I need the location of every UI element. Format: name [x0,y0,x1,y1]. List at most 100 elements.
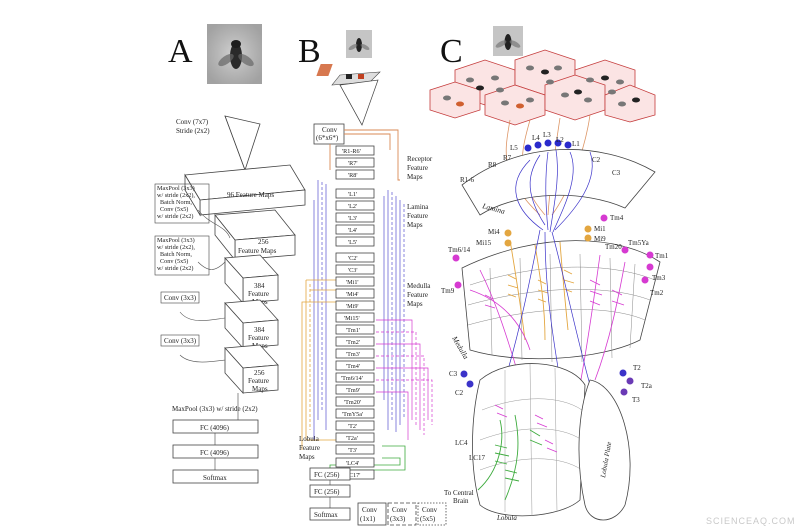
panel-c-anatomy: L5 L4 L3 L2 L1 R8 R7 R1-6 C2 C3 Lamina [429,49,669,522]
medulla-c2: 'C2' [348,255,357,262]
fc2-label-b: FC (256) [314,488,340,496]
medulla-mi1: 'Mi1' [346,279,359,286]
medulla-boxes: 'C2' 'C3' 'Mi1' 'Mi4' 'Mi9' 'Mi15' 'Tm1'… [335,252,375,455]
mi15-label: Mi15 [476,239,492,247]
r7-label: R7 [503,154,512,162]
legend-conv5x5 [417,502,447,526]
tm614-label: Tm6/14 [448,246,471,254]
receptor-boxes: 'R1-R6' 'R7' 'R8' [335,145,375,180]
maxpool1-label: MaxPool (3x3) w/ stride (2x2), Batch Nor… [157,185,197,220]
lamina-l2: 'L2' [348,203,357,210]
fm256b-label: 256 Feature Maps [248,369,271,393]
c2-bottom-label: C2 [455,389,464,397]
softmax-label-a: Softmax [203,474,227,482]
medulla-mi15: 'Mi15' [344,315,360,322]
lobula-lc4: 'LC4' [346,460,359,467]
medulla-group-label: Medulla Feature Maps [407,282,432,308]
to-central-label: To Central Brain [444,489,475,505]
medulla-tm1: 'Tm1' [346,327,360,334]
lamina-l3-label: L3 [543,131,551,139]
lobula-group-label: Lobula Feature Maps [299,435,322,461]
medulla-tm2: 'Tm2' [346,339,360,346]
lamina-l4: 'L4' [348,227,357,234]
lamina-boxes: 'L1' 'L2' 'L3' 'L4' 'L5' [335,188,375,247]
fm256a-label: 256 Feature Maps [238,238,277,255]
medulla-mi4: 'Mi4' [346,291,359,298]
t2-label: T2 [633,364,641,372]
c2-top-label: C2 [592,156,601,164]
medulla-tm9: 'Tm9' [346,387,360,394]
maxpool3-label: MaxPool (3x3) w/ stride (2x2) [172,405,258,413]
t3-label: T3 [632,396,640,404]
legend-conv3x3 [387,502,417,526]
lobula-boxes: 'LC4' 'LC17' [335,457,375,480]
medulla-tm20: 'Tm20' [344,399,361,406]
tm5ya-label: Tm5Ya [628,239,650,247]
medulla-t2a: 'T2a' [346,435,358,442]
legend-conv1x1-sub: (1x1) [360,515,376,523]
softmax-label-b: Softmax [314,511,338,519]
receptor-group-label: Receptor Feature Maps [407,155,434,181]
mi4-label: Mi4 [488,228,500,236]
t2a-label: T2a [641,382,653,390]
conv3b-label: Conv (3x3) [164,337,197,345]
panel-a-network: Conv (7x7) Stride (2x2) 96 Feature Maps … [154,115,306,484]
r8-label: R8 [488,161,497,169]
lobula-region [472,363,586,517]
lamina-region [461,149,656,216]
tm20-label: Tm20 [605,243,622,251]
tm2-label: Tm2 [650,289,664,297]
legend-conv3x3-title: Conv [392,506,408,514]
legend-conv5x5-title: Conv [422,506,438,514]
fc1-box-a [172,419,259,434]
medulla-tm3: 'Tm3' [346,351,360,358]
fc1-label-b: FC (256) [314,471,340,479]
mi9-label: Mi9 [594,235,606,243]
conv-kernel-pyramid-b [339,79,379,126]
tm1-label: Tm1 [655,252,669,260]
ommatidia-hexes [429,49,656,126]
photoreceptor-dots [443,65,640,109]
conv-kernel-pyramid-a [224,115,261,172]
legend-conv5x5-sub: (5x5) [420,515,436,523]
fm96-label: 96 Feature Maps [227,191,274,199]
conv-top-label-b: Conv (6*x6*) [316,126,339,142]
medulla-c3: 'C3' [348,267,357,274]
receptor-r1r6: 'R1-R6' [342,148,361,155]
lobula-lc17: 'LC17' [344,472,360,479]
lamina-l1: 'L1' [348,191,357,198]
fly-photo-b [346,30,372,58]
lamina-cell-dots [524,139,572,152]
lamina-l3: 'L3' [348,215,357,222]
panel-letter-b: B [298,33,321,70]
medulla-t3: 'T3' [348,447,357,454]
legend-conv3x3-sub: (3x3) [390,515,406,523]
lobula-lc-arbors [477,414,543,501]
fly-photo-c [493,26,523,56]
lamina-l4-label: L4 [532,134,540,142]
panel-letter-c: C [440,33,463,70]
lamina-l1-label: L1 [572,140,580,148]
lobula-plate-region [578,379,631,521]
receptor-r7: 'R7' [348,160,357,167]
conv3a-label: Conv (3x3) [164,294,197,302]
medulla-tm4: 'Tm4' [346,363,360,370]
conv1-label-a: Conv (7x7) Stride (2x2) [176,118,210,135]
r16-label: R1-6 [460,176,475,184]
receptor-r8: 'R8' [348,172,357,179]
medulla-t2: 'T2' [348,423,357,430]
cell-bodies [452,214,654,396]
mi1-label: Mi1 [594,225,606,233]
watermark: SCIENCEAQ.COM [706,516,796,526]
legend-conv1x1-title: Conv [362,506,378,514]
fc2-box-a [172,444,259,459]
tm9-label: Tm9 [441,287,455,295]
panel-b-network: Conv (6*x6*) [299,64,447,526]
lamina-l5-label: L5 [510,144,518,152]
c3-top-label: C3 [612,169,621,177]
lamina-group-label: Lamina Feature Maps [407,203,430,229]
lc17-label: LC17 [469,454,485,462]
lamina-l5: 'L5' [348,239,357,246]
